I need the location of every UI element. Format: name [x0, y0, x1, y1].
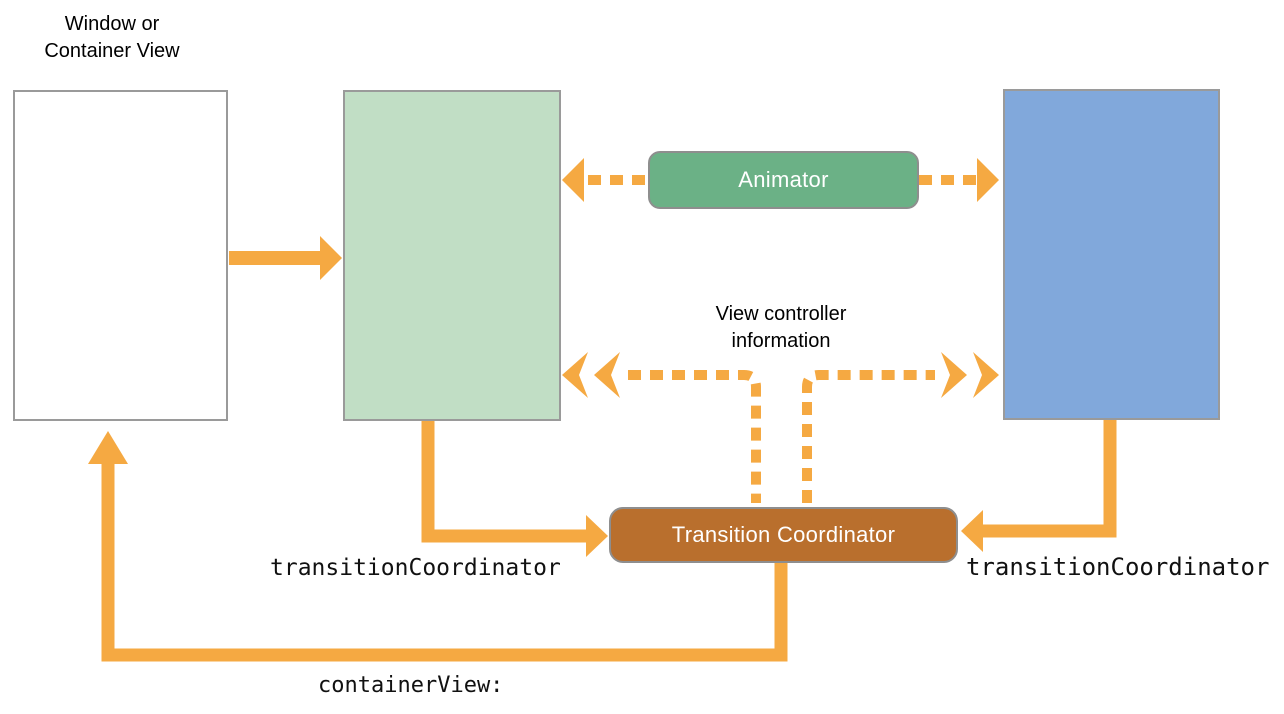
arrow-from-view-to-coordinator [421, 421, 608, 557]
window-caption-line2: Container View [44, 40, 180, 62]
view-controller-information-caption: View controller information [656, 301, 906, 355]
to-view-transition-coordinator-label: transitionCoordinator [966, 553, 1270, 581]
arrow-window-to-from-view [229, 236, 342, 280]
info-caption-line1: View controller [715, 303, 847, 325]
info-dashed-arrow-to-to-view [802, 352, 999, 503]
animator-dashed-arrow-right [919, 158, 999, 202]
window-container-view-box [13, 90, 228, 421]
from-view-transition-coordinator-label: transitionCoordinator [270, 555, 561, 581]
arrow-to-view-to-coordinator [961, 420, 1117, 552]
transition-coordinator-box: Transition Coordinator [609, 507, 958, 563]
to-view-box [1003, 89, 1220, 420]
transition-coordinator-label: Transition Coordinator [671, 522, 896, 547]
window-container-view-caption: Window or Container View [2, 11, 222, 65]
info-caption-line2: information [731, 330, 831, 352]
window-caption-line1: Window or [64, 13, 160, 35]
animator-label: Animator [738, 167, 829, 192]
animator-dashed-arrow-left [562, 158, 648, 202]
container-view-property-label: containerView: [318, 673, 504, 698]
animator-box: Animator [648, 151, 919, 209]
info-dashed-arrow-to-from-view [562, 352, 761, 503]
from-view-box [343, 90, 561, 421]
